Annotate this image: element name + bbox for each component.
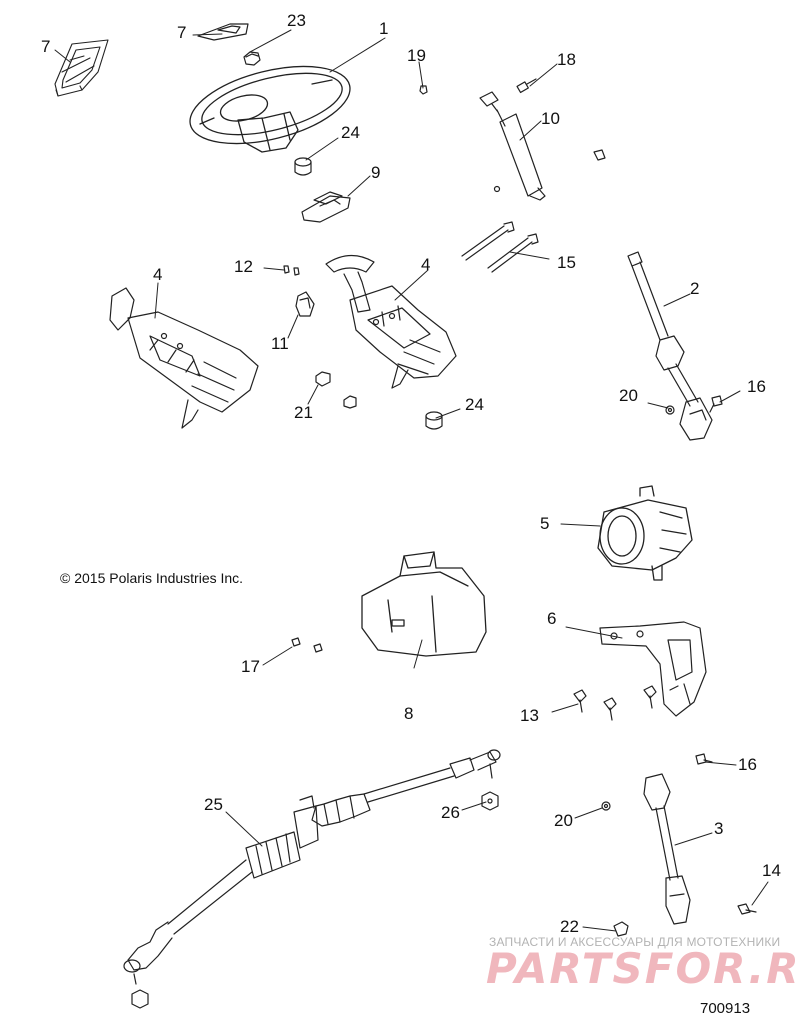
steering-rack	[123, 749, 501, 985]
nut-21	[315, 371, 357, 409]
bushing-24-lower	[425, 411, 443, 430]
callout-16-lower: 16	[738, 755, 757, 774]
tilt-bracket-right	[325, 254, 457, 389]
callout-11: 11	[271, 334, 289, 353]
nut-tie-rod	[131, 989, 149, 1009]
callout-20-lower: 20	[554, 811, 573, 830]
callout-12: 12	[234, 257, 253, 276]
nut-23	[243, 51, 261, 66]
bolt-16-upper	[709, 395, 723, 413]
gas-strut	[479, 91, 606, 201]
nut-20-lower	[601, 801, 611, 811]
screws-12	[283, 265, 300, 276]
callout-22: 22	[560, 917, 579, 936]
callout-14: 14	[762, 861, 781, 880]
callout-3: 3	[714, 819, 724, 838]
callout-16-upper: 16	[747, 377, 766, 396]
callout-24-top: 24	[341, 123, 360, 142]
callout-1: 1	[379, 19, 389, 38]
copyright-text: © 2015 Polaris Industries Inc.	[60, 570, 244, 586]
screw-19	[419, 85, 428, 95]
steering-cover	[361, 551, 487, 657]
clip-11	[295, 291, 315, 317]
bolt-14	[737, 903, 757, 915]
bolts-13	[573, 685, 657, 721]
nut-20-upper	[665, 405, 675, 415]
callout-5: 5	[540, 514, 550, 533]
lower-steering-shaft	[643, 773, 691, 925]
column-bracket-9	[301, 191, 351, 223]
diagram-number: 700913	[700, 1000, 751, 1017]
nut-22	[613, 921, 629, 937]
watermark-logo: PARTSFOR.RU	[486, 944, 800, 993]
screws-17	[291, 637, 323, 653]
watermark-tagline: ЗАПЧАСТИ И АКСЕССУАРЫ ДЛЯ МОТОТЕХНИКИ	[489, 935, 781, 949]
callout-19: 19	[407, 46, 426, 65]
long-bolts-15	[461, 221, 539, 273]
upper-steering-shaft	[627, 251, 713, 441]
callout-4-left: 4	[153, 265, 163, 284]
callout-23: 23	[287, 11, 306, 30]
callout-8: 8	[404, 704, 414, 723]
callout-7-top: 7	[177, 23, 187, 42]
nut-26	[481, 791, 499, 811]
callout-13: 13	[520, 706, 539, 725]
callout-2: 2	[690, 279, 700, 298]
bolt-16-lower	[695, 753, 713, 765]
power-steering-unit	[597, 485, 693, 581]
callout-10: 10	[541, 109, 560, 128]
callout-7-left: 7	[41, 37, 51, 56]
callout-18: 18	[557, 50, 576, 69]
callout-21: 21	[294, 403, 313, 422]
callout-17: 17	[241, 657, 260, 676]
bushing-24-top	[294, 157, 312, 176]
bolt-18	[516, 78, 537, 94]
callout-20-upper: 20	[619, 386, 638, 405]
callout-15: 15	[557, 253, 576, 272]
mount-bracket	[599, 621, 707, 717]
callout-6: 6	[547, 609, 557, 628]
trim-bezel-left	[54, 39, 109, 97]
leader-lines	[54, 29, 769, 932]
callout-26: 26	[441, 803, 460, 822]
trim-piece-top	[197, 23, 249, 41]
callout-25: 25	[204, 795, 223, 814]
callout-4-right: 4	[421, 255, 431, 274]
callout-24-lower: 24	[465, 395, 484, 414]
steering-wheel	[189, 65, 351, 153]
tilt-bracket-left	[109, 287, 259, 429]
callout-9: 9	[371, 163, 381, 182]
